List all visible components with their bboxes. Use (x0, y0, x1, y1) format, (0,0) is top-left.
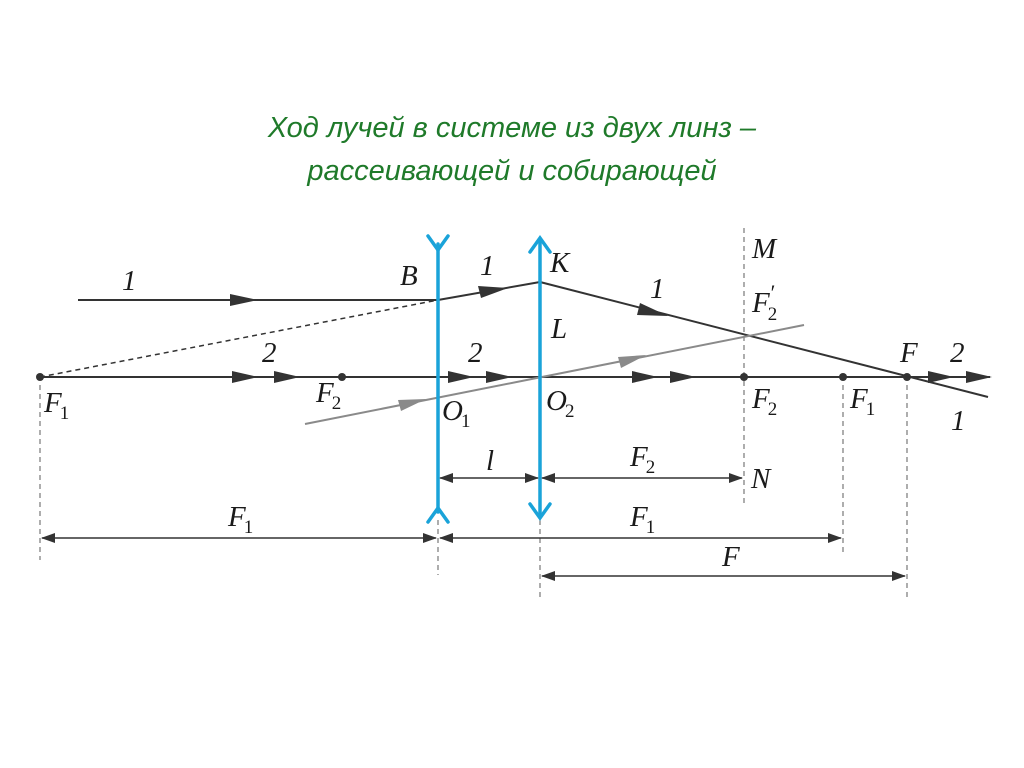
label-point-f: F (899, 337, 918, 369)
label-ray-2: 2 (950, 337, 965, 369)
label-dim-f2: F2 (629, 441, 655, 478)
label-f1-right: F1 (849, 383, 875, 420)
arrow-icon (618, 355, 646, 368)
dimension-lines (41, 473, 906, 581)
diverging-lens (426, 234, 450, 524)
label-ray-2: 2 (468, 337, 483, 369)
auxiliary-ray (304, 324, 805, 425)
title-line-1: Ход лучей в системе из двух линз – (267, 112, 757, 144)
label-f2-right: F2 (751, 383, 777, 420)
label-f1-left: F1 (43, 387, 69, 424)
label-point-n: N (750, 463, 772, 495)
title-line-2: рассеивающей и собирающей (307, 155, 717, 187)
label-point-l: L (550, 313, 567, 345)
label-dim-f: F (721, 541, 740, 573)
label-ray-1: 1 (951, 405, 966, 437)
arrow-icon (478, 286, 508, 298)
label-point-k: K (549, 247, 571, 279)
point-f1-right (839, 373, 847, 381)
label-point-m: M (751, 233, 778, 265)
label-ray-2: 2 (262, 337, 277, 369)
ray-1-virtual-extension (39, 299, 439, 378)
arrow-icon (637, 303, 668, 316)
arrow-icon (230, 294, 258, 306)
label-o1: O1 (442, 395, 470, 432)
label-ray-1: 1 (480, 250, 495, 282)
point-f2-right (740, 373, 748, 381)
arrow-icon (670, 371, 696, 383)
arrow-icon (632, 371, 658, 383)
label-ray-1: 1 (122, 265, 137, 297)
arrow-icon (966, 371, 992, 383)
diagram-title: Ход лучей в системе из двух линз – рассе… (0, 107, 1024, 193)
arrow-icon (448, 371, 474, 383)
label-point-b: B (400, 260, 418, 292)
label-distance-l: l (486, 445, 494, 477)
label-o2: O2 (546, 385, 574, 422)
arrow-icon (486, 371, 512, 383)
point-markers (36, 373, 911, 381)
labels: 1 1 1 1 2 2 2 B K L M N F2′ F F1 F2 O1 O… (43, 233, 966, 573)
label-f2-prime: F2′ (751, 280, 777, 325)
point-f (903, 373, 911, 381)
arrow-icon (274, 371, 300, 383)
label-ray-1: 1 (650, 273, 665, 305)
label-dim-f1-left: F1 (227, 501, 253, 538)
label-dim-f1-right: F1 (629, 501, 655, 538)
point-f1-left (36, 373, 44, 381)
axis-arrowheads (232, 371, 992, 383)
auxiliary-ray-arrowheads (398, 355, 646, 411)
arrow-icon (928, 371, 954, 383)
arrow-icon (232, 371, 258, 383)
point-f2-left (338, 373, 346, 381)
label-f2-left: F2 (315, 377, 341, 414)
arrow-icon (398, 399, 426, 411)
ray-1-outgoing (539, 281, 989, 398)
ray-1-arrowheads (230, 286, 668, 316)
converging-lens (528, 234, 552, 522)
